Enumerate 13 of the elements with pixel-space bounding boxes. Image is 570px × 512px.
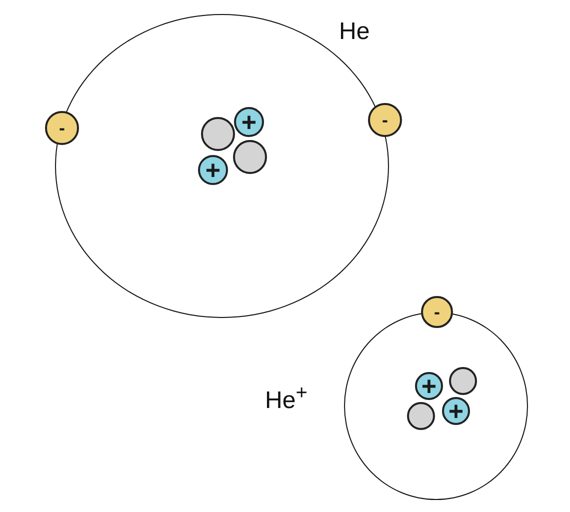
- proton-circle: +: [198, 155, 228, 185]
- electron-circle: -: [45, 111, 79, 145]
- element-symbol: He$^{+}$: [265, 383, 308, 413]
- neutron-circle: [449, 367, 477, 395]
- neutron-circle: [407, 402, 435, 430]
- electron-circle: -: [368, 103, 402, 137]
- proton-circle: +: [442, 397, 470, 425]
- proton-circle: +: [415, 372, 443, 400]
- neutron-circle: [233, 140, 267, 174]
- element-symbol: He: [339, 20, 370, 44]
- electron-circle: -: [421, 296, 453, 328]
- neutron-circle: [201, 117, 235, 151]
- proton-circle: +: [234, 107, 264, 137]
